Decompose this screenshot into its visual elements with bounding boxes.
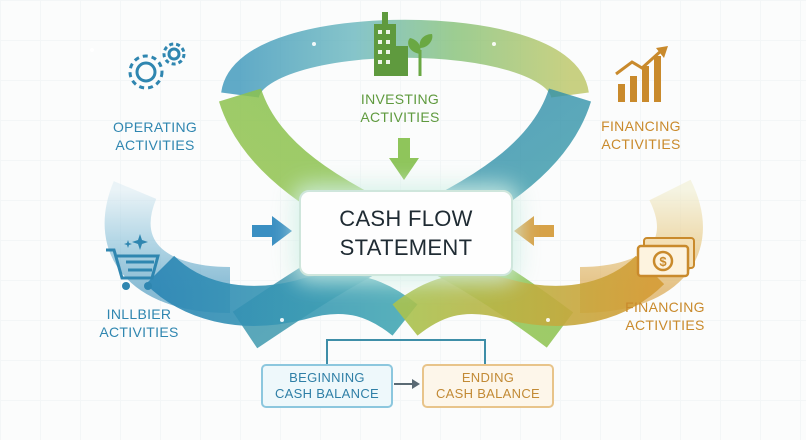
label-financing-top-line1: FINANCING bbox=[601, 118, 681, 134]
center-title-line2: STATEMENT bbox=[339, 235, 473, 260]
center-title-line1: CASH FLOW bbox=[339, 206, 473, 231]
beginning-line1: BEGINNING bbox=[289, 370, 365, 385]
label-investing-line2: ACTIVITIES bbox=[360, 109, 440, 125]
dollar-bill-icon: $ bbox=[636, 237, 695, 278]
beginning-line2: CASH BALANCE bbox=[274, 386, 380, 401]
label-inllbier-line1: INLLBIER bbox=[106, 306, 172, 322]
label-inllbier-line2: ACTIVITIES bbox=[99, 324, 179, 340]
sparkles bbox=[90, 42, 550, 322]
arrow-left-financing bbox=[514, 216, 554, 246]
label-investing-line1: INVESTING bbox=[360, 91, 440, 107]
top-arch bbox=[221, 19, 589, 101]
arrow-down-investing bbox=[389, 138, 419, 180]
label-financing-bottom-line1: FINANCING bbox=[625, 299, 705, 315]
label-financing-top-line2: ACTIVITIES bbox=[601, 136, 681, 152]
ending-line2: CASH BALANCE bbox=[435, 386, 541, 401]
bottom-left-band bbox=[145, 255, 418, 336]
ending-cash-balance-box: ENDING CASH BALANCE bbox=[422, 364, 554, 408]
bottom-right-band bbox=[392, 255, 665, 336]
label-financing-activities-top: FINANCING ACTIVITIES bbox=[586, 117, 696, 153]
label-financing-bottom-line2: ACTIVITIES bbox=[625, 317, 705, 333]
growth-chart-icon bbox=[615, 46, 668, 102]
label-operating-line1: OPERATING bbox=[112, 119, 198, 135]
label-operating-line2: ACTIVITIES bbox=[115, 137, 195, 153]
svg-text:$: $ bbox=[659, 254, 667, 269]
label-investing-activities: INVESTING ACTIVITIES bbox=[345, 90, 455, 126]
label-financing-activities-bottom: FINANCING ACTIVITIES bbox=[610, 298, 720, 334]
beginning-cash-balance-box: BEGINNING CASH BALANCE bbox=[261, 364, 393, 408]
shopping-cart-icon bbox=[106, 234, 160, 290]
label-operating-activities: OPERATING ACTIVITIES bbox=[100, 118, 210, 154]
ending-line1: ENDING bbox=[461, 370, 515, 385]
label-inllbier-activities: INLLBIER ACTIVITIES bbox=[84, 305, 194, 341]
building-sprout-icon bbox=[374, 12, 433, 76]
arrow-beginning-to-ending bbox=[394, 379, 420, 389]
gears-icon bbox=[128, 42, 186, 90]
cash-flow-statement-box: CASH FLOW STATEMENT bbox=[299, 190, 513, 276]
arrow-right-operating bbox=[252, 216, 292, 246]
balance-connector-bracket bbox=[326, 339, 486, 364]
